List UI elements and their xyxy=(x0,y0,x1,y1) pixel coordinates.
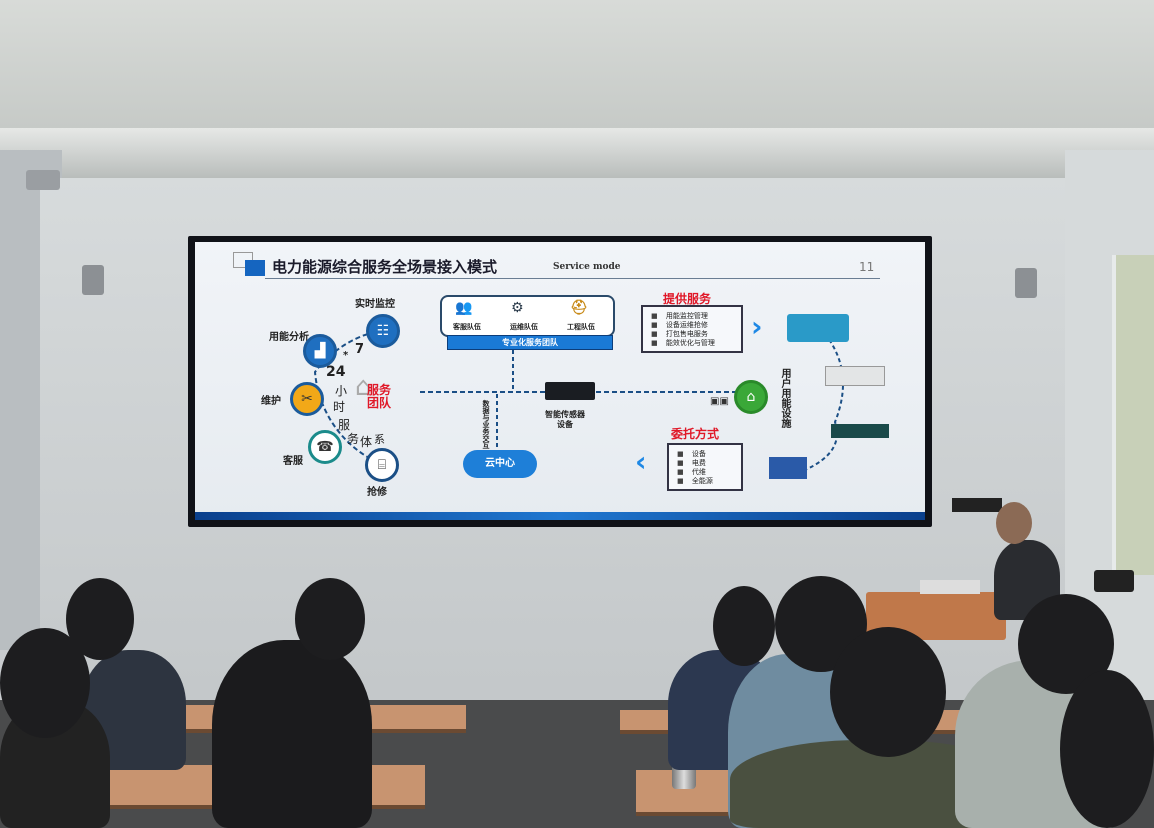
user-facility-label: 用户用能设施 xyxy=(779,368,790,428)
cycle-char: 小 xyxy=(335,384,348,398)
entrust-item: 电费 xyxy=(677,459,733,468)
diagram-connectors xyxy=(313,329,844,471)
users-icon: ▣▣ xyxy=(710,396,729,407)
title-deco-square xyxy=(245,260,265,276)
entrust-title: 委托方式 xyxy=(671,427,720,441)
cycle-char: 服 xyxy=(338,418,351,432)
slide-title: 电力能源综合服务全场景接入模式 xyxy=(272,258,498,276)
page-number: 11 xyxy=(859,260,875,274)
ceiling xyxy=(0,0,1154,150)
entrust-item: 全能源 xyxy=(677,477,733,486)
analysis-chart-icon: ▟ xyxy=(303,334,337,368)
provide-list: 用能监控管理 设备运维抢修 打包售电服务 能效优化与管理 xyxy=(641,305,743,353)
sensor-device-icon xyxy=(545,382,595,400)
chevron-right-icon: › xyxy=(751,310,763,343)
cloud-center: 云中心 xyxy=(463,450,537,478)
student-head xyxy=(830,627,946,757)
switchgear-image xyxy=(825,366,885,386)
speaker-left xyxy=(82,265,104,295)
provide-item: 设备运维抢修 xyxy=(651,321,733,330)
student-head xyxy=(295,578,365,660)
security-camera xyxy=(26,170,60,190)
house-icon: ⌂ xyxy=(355,372,372,402)
telephone-icon: ☎ xyxy=(308,430,342,464)
solar-panel-image xyxy=(769,457,807,479)
team-label: 运维队伍 xyxy=(510,323,538,331)
provide-item: 用能监控管理 xyxy=(651,312,733,321)
laptop xyxy=(920,580,980,594)
provide-item: 能效优化与管理 xyxy=(651,339,733,348)
cycle-label-analysis: 用能分析 xyxy=(269,332,309,343)
team-banner: 专业化服务团队 xyxy=(447,335,613,350)
cycle-char: 务 xyxy=(347,432,360,446)
customer-team-icon: 👥 xyxy=(455,300,473,316)
operations-team-icon: ⚙ xyxy=(511,300,524,316)
green-home-icon: ⌂ xyxy=(734,380,768,414)
provide-item: 打包售电服务 xyxy=(651,330,733,339)
cycle-char: 体 xyxy=(360,435,373,449)
phone xyxy=(1094,570,1134,592)
window xyxy=(1112,255,1154,575)
presenter-head xyxy=(996,502,1032,544)
provide-title: 提供服务 xyxy=(663,292,712,306)
engineering-team-icon: ⛑ xyxy=(570,300,588,316)
monitoring-icon: ☷ xyxy=(366,314,400,348)
ceiling-beam xyxy=(0,128,1154,178)
transformer-image xyxy=(787,314,849,342)
substation-image xyxy=(831,424,889,438)
cycle-label-maintenance: 维护 xyxy=(261,396,281,407)
student xyxy=(212,640,372,828)
toolbox-icon: ⌸ xyxy=(365,448,399,482)
sensor-label: 智能传感器 设备 xyxy=(545,410,585,429)
router xyxy=(952,498,1002,512)
twenty-four-label: 24 xyxy=(326,364,346,380)
team-label: 客服队伍 xyxy=(453,323,481,331)
student-head xyxy=(713,586,775,666)
seven-label: 7 xyxy=(355,342,365,357)
entrust-item: 代维 xyxy=(677,468,733,477)
student-head xyxy=(0,628,90,738)
data-link-label: 数据与业务交互 xyxy=(482,400,490,449)
wrench-icon: ✂ xyxy=(290,382,324,416)
slide-footer-bar xyxy=(195,512,925,520)
cycle-label-monitoring: 实时监控 xyxy=(355,299,395,310)
cycle-label-customer-service: 客服 xyxy=(283,456,303,467)
student-head xyxy=(1060,670,1154,828)
star-label: * xyxy=(343,350,349,361)
entrust-list: 设备 电费 代维 全能源 xyxy=(667,443,743,491)
presentation-slide: 电力能源综合服务全场景接入模式 Service mode 11 实时监控 ☷ 用… xyxy=(195,242,925,520)
slide-subtitle: Service mode xyxy=(553,262,621,272)
team-label: 工程队伍 xyxy=(567,323,595,331)
speaker-right xyxy=(1015,268,1037,298)
cycle-char: 系 xyxy=(374,433,385,446)
chevron-left-icon: ‹ xyxy=(635,445,647,478)
service-team-label: 服务 团队 xyxy=(367,383,392,410)
entrust-item: 设备 xyxy=(677,450,733,459)
cycle-label-repair: 抢修 xyxy=(367,487,387,498)
cycle-char: 时 xyxy=(333,400,346,414)
title-underline xyxy=(265,278,880,279)
